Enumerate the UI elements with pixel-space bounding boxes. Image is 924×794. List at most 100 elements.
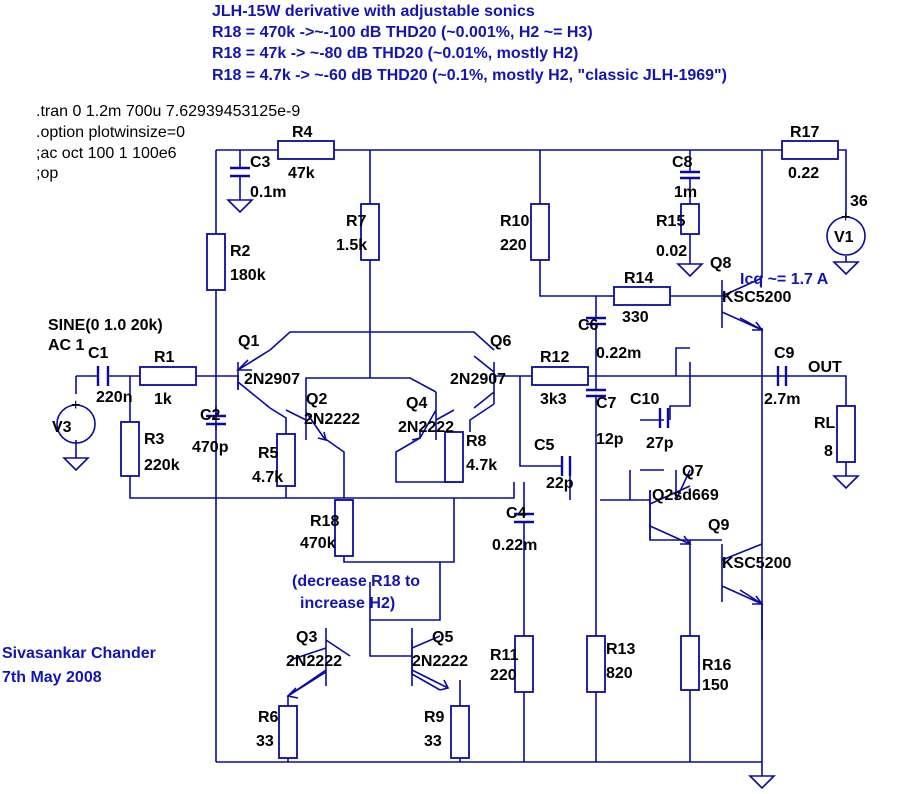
c8-name: C8 [672,154,693,171]
directive-ac: ;ac oct 100 1 100e6 [36,145,177,162]
r4-name: R4 [292,124,313,141]
v3-name: V3 [52,419,72,436]
q7-name: Q7 [682,463,703,480]
resistor-r2 [206,233,226,291]
r8-name: R8 [466,433,487,450]
voltage-source-v3: + [56,397,96,444]
q1-value: 2N2907 [244,371,300,388]
r10-value: 220 [500,237,527,254]
resistor-r13 [586,635,606,693]
r11-name: R11 [490,647,519,664]
q3-name: Q3 [296,629,317,646]
transistor-q9 [721,543,764,605]
resistor-r10 [530,203,550,261]
resistor-rl [836,405,856,463]
q9-value: KSC5200 [722,555,791,572]
r3-value: 220k [144,457,180,474]
c2-value: 470p [192,439,229,456]
c1-name: C1 [88,345,109,362]
r9-value: 33 [424,733,442,750]
capacitor-c2 [206,414,226,426]
capacitor-c3 [230,166,250,200]
directive-op: ;op [36,165,58,182]
q4-name: Q4 [406,395,427,412]
q1-name: Q1 [238,333,259,350]
label-ac1: AC 1 [48,337,85,354]
r15-value: 0.02 [656,243,687,260]
transistor-q6 [473,355,495,409]
c5-name: C5 [534,437,555,454]
header-title: JLH-15W derivative with adjustable sonic… [212,3,535,20]
r10-name: R10 [500,213,529,230]
r17-value: 0.22 [788,165,819,182]
capacitor-c10 [658,408,670,428]
c8-value: 1m [674,184,697,201]
r3-name: R3 [144,431,165,448]
c9-name: C9 [774,345,795,362]
capacitor-c9 [776,366,788,386]
transistor-q8 [721,277,764,331]
author-name: Sivasankar Chander [2,645,156,662]
header-line-2: R18 = 47k -> ~-80 dB THD20 (~0.01%, most… [212,45,578,62]
r9-name: R9 [424,709,445,726]
label-out: OUT [808,359,842,376]
rl-value: 8 [824,443,833,460]
resistor-r5 [276,433,296,487]
note-r18-line1: (decrease R18 to [292,573,420,590]
c6-name: C6 [578,317,599,334]
c1-value: 220n [96,389,132,406]
r5-name: R5 [258,445,279,462]
r17-name: R17 [790,124,819,141]
header-line-1: R18 = 470k ->~-100 dB THD20 (~0.001%, H2… [212,24,593,41]
svg-text:+: + [841,209,850,226]
r4-value: 47k [288,165,315,182]
c10-name: C10 [630,391,659,408]
header-line-3: R18 = 4.7k -> ~-60 dB THD20 (~0.1%, most… [212,67,727,84]
c4-name: C4 [506,505,527,522]
q6-name: Q6 [490,333,511,350]
r5-value: 4.7k [252,469,283,486]
resistor-r15 [680,203,700,235]
q6-value: 2N2907 [450,371,506,388]
wires [75,149,847,763]
r12-value: 3k3 [540,391,567,408]
r14-name: R14 [624,270,653,287]
c5-value: 22p [546,475,574,492]
transistor-q5 [411,628,450,691]
r8-value: 4.7k [466,457,497,474]
resistor-r11 [514,635,534,693]
c4-value: 0.22m [492,537,537,554]
r16-value: 150 [702,677,729,694]
q5-name: Q5 [432,629,453,646]
resistor-r16 [680,635,700,691]
capacitor-c4 [514,512,534,524]
ground-symbols [62,199,860,790]
resistor-r6 [278,705,298,759]
c2-name: C2 [200,407,221,424]
voltage-source-v1: + [826,209,866,262]
q4-value: 2N2222 [398,419,454,436]
r1-name: R1 [154,349,175,366]
q9-name: Q9 [708,517,729,534]
c7-name: C7 [596,395,617,412]
transistor-q7 [649,485,692,545]
r12-name: R12 [540,349,569,366]
resistor-r7 [360,203,380,261]
resistor-r3 [120,421,140,477]
r15-name: R15 [656,213,685,230]
capacitor-c5 [560,456,572,476]
resistor-r14 [613,286,671,306]
directive-option: .option plotwinsize=0 [36,124,185,141]
r7-name: R7 [346,213,367,230]
c9-value: 2.7m [764,391,800,408]
c3-value: 0.1m [250,184,286,201]
transistor-q4 [411,392,455,441]
v1-name: V1 [834,229,854,246]
r6-value: 33 [256,733,274,750]
directive-tran: .tran 0 1.2m 700u 7.62939453125e-9 [36,103,300,120]
c10-value: 27p [646,435,674,452]
q8-name: Q8 [710,255,731,272]
capacitor-c8 [680,170,700,180]
